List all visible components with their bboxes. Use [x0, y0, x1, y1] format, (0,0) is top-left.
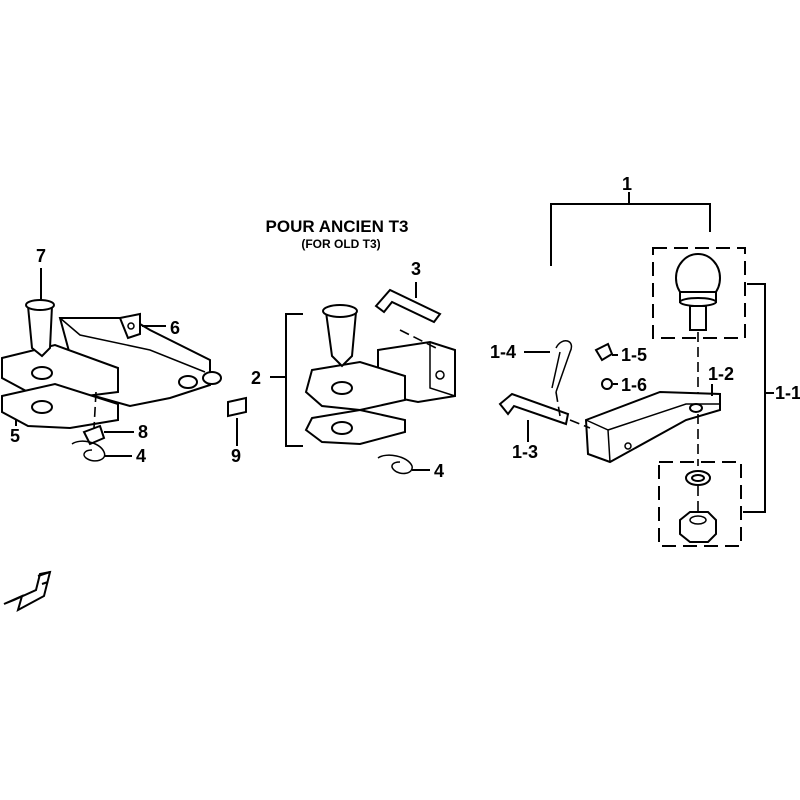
callout-3: 3: [411, 259, 421, 279]
front-direction-arrow-icon: [3, 570, 52, 613]
clevis-lower-plate: [304, 408, 406, 446]
callout-1-2: 1-2: [708, 364, 734, 384]
callout-6: 6: [170, 318, 180, 338]
callout-8: 8: [138, 422, 148, 442]
callouts-center: 3 2 4: [251, 259, 444, 481]
callout-1-1-bracket: [743, 283, 766, 513]
r-clip-left: [71, 440, 106, 462]
callout-1-3: 1-3: [512, 442, 538, 462]
callouts-right: 1 1-4 1-5 1-6 1-2 1-1 1-3: [490, 174, 800, 462]
callout-1-5: 1-5: [621, 345, 647, 365]
lower-plate-hole: [31, 400, 53, 414]
callout-5: 5: [10, 426, 20, 446]
ball-hitch-assembly: [498, 192, 774, 547]
callout-9: 9: [231, 446, 241, 466]
mounting-tab: [118, 312, 141, 340]
bent-lock-pin: [374, 288, 442, 324]
callout-7: 7: [36, 246, 46, 266]
callouts-left: 7 6 5 8 4 9: [10, 246, 241, 466]
clevis-pin: [324, 311, 358, 368]
callout-4-left: 4: [136, 446, 146, 466]
bolt-9: [227, 396, 247, 418]
drawbar: [584, 390, 721, 464]
callout-1-4: 1-4: [490, 342, 516, 362]
ball-dashed-box: [652, 247, 746, 339]
hitch-pin-1-3: [498, 392, 570, 426]
old-t3-hitch-assembly: [304, 288, 456, 475]
callout-1-bracket: [550, 203, 711, 266]
title-line-1: POUR ANCIEN T3: [266, 217, 409, 236]
callout-1-1: 1-1: [775, 383, 800, 403]
hitch-bracket-assembly: [0, 299, 247, 462]
callout-4-center: 4: [434, 461, 444, 481]
screw-1-5: [594, 342, 614, 362]
callout-2: 2: [251, 368, 261, 388]
nut-1-6: [601, 378, 613, 390]
callout-1-6: 1-6: [621, 375, 647, 395]
r-clip-center: [377, 454, 413, 475]
hex-nut: [679, 511, 717, 543]
hitch-pin-7: [26, 305, 54, 358]
hitch-ball-stud: [689, 305, 707, 331]
upper-plate: [0, 343, 119, 400]
clevis-upper-plate: [304, 360, 406, 412]
callout-1: 1: [622, 174, 632, 194]
title-line-2: (FOR OLD T3): [301, 237, 380, 251]
hair-pin: [551, 340, 573, 393]
upper-plate-hole: [31, 366, 53, 380]
